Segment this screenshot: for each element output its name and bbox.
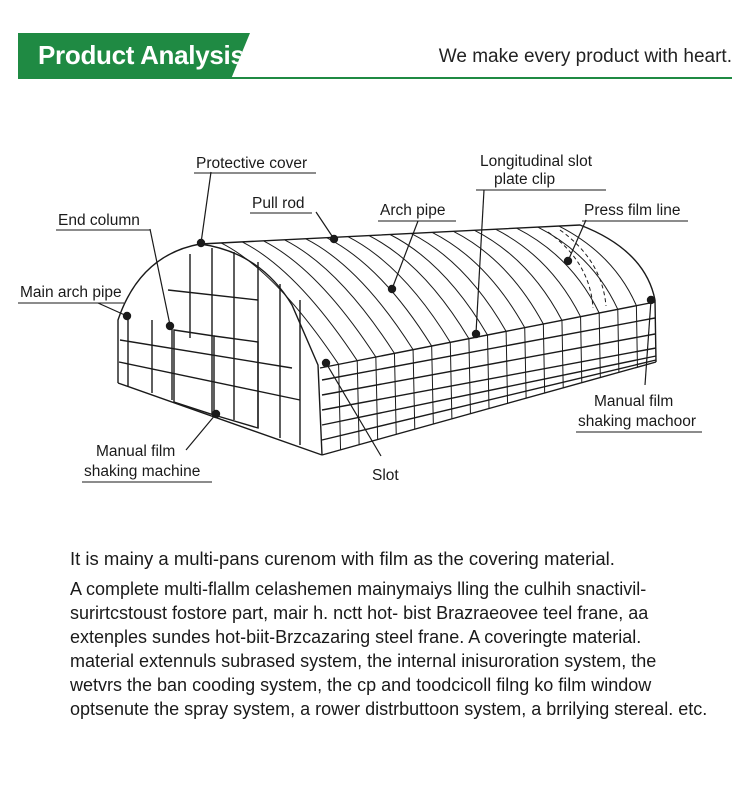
arch-rib [347, 236, 453, 419]
label-end-column: End column [58, 212, 140, 229]
arch-rib [389, 234, 490, 409]
label-protective-cover: Protective cover [196, 155, 307, 172]
marker-manual-right [646, 295, 656, 305]
label-longitudinal-slot: Longitudinal slot [480, 153, 593, 170]
header-divider [18, 77, 732, 79]
arch-rib [431, 231, 527, 399]
callout-markers [122, 234, 656, 419]
greenhouse-diagram: Protective cover Pull rod End column Mai… [0, 140, 750, 490]
description-body: A complete multi-flallm celashemen mainy… [70, 579, 708, 719]
marker-arch-pipe [387, 284, 397, 294]
greenhouse-structure [117, 224, 657, 456]
marker-slot-clip [471, 329, 481, 339]
arch-ribs [220, 225, 638, 450]
label-slot: Slot [372, 467, 399, 484]
arch-rib [326, 237, 434, 425]
label-manual-left-2: shaking machine [84, 463, 200, 480]
press-film-line-dashes [547, 229, 607, 309]
arch-rib [263, 240, 379, 440]
marker-main-arch-pipe [122, 311, 132, 321]
label-manual-right-2: shaking machoor [578, 413, 696, 430]
arch-rib [284, 239, 397, 435]
marker-pull-rod [329, 234, 339, 244]
label-arch-pipe: Arch pipe [380, 202, 445, 219]
marker-press-film-line [563, 256, 573, 266]
leader-lines [97, 171, 652, 457]
page-header: Product Analysis We make every product w… [0, 0, 750, 100]
arch-rib [305, 238, 416, 430]
arch-rib [368, 235, 471, 414]
tagline: We make every product with heart. [438, 46, 732, 67]
label-plate-clip: plate clip [494, 171, 555, 188]
page-title: Product Analysis [18, 33, 250, 78]
label-main-arch-pipe: Main arch pipe [20, 284, 122, 301]
marker-protective-cover [196, 238, 206, 248]
arch-rib [558, 225, 638, 368]
label-pull-rod: Pull rod [252, 195, 305, 212]
description: It is mainy a multi-pans curenom with fi… [70, 548, 710, 721]
label-press-film-line: Press film line [584, 202, 680, 219]
arch-rib [241, 241, 360, 445]
arch-rib [410, 232, 509, 404]
description-lead: It is mainy a multi-pans curenom with fi… [70, 548, 615, 569]
marker-slot [321, 358, 331, 368]
label-manual-left-1: Manual film [96, 443, 175, 460]
arch-rib [495, 228, 583, 383]
greenhouse-drawing: Protective cover Pull rod End column Mai… [18, 153, 702, 484]
arch-rib [516, 227, 601, 378]
marker-end-column [165, 321, 175, 331]
marker-manual-left [211, 409, 221, 419]
arch-rib [453, 230, 546, 394]
label-manual-right-1: Manual film [594, 393, 673, 410]
arch-rib [474, 229, 564, 388]
arch-rib [220, 242, 342, 450]
